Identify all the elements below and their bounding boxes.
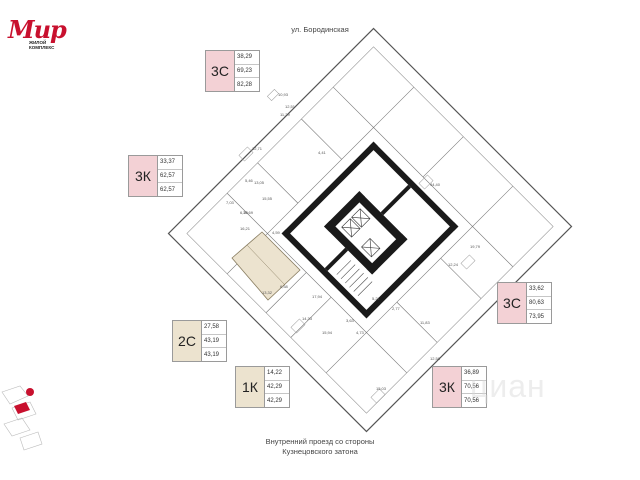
total-area-with-balcony: 43,19 <box>204 351 220 358</box>
room-area-label: 4,41 <box>318 150 326 155</box>
room-area-label: 5,21 <box>372 296 380 301</box>
room-area-label: 15,03 <box>376 386 387 391</box>
unit-areas: 33,62 80,63 73,95 <box>527 283 551 323</box>
site-minimap <box>1 385 43 451</box>
room-area-label: 15,94 <box>322 330 333 335</box>
room-area-label: 10,93 <box>278 92 289 97</box>
living-area: 38,29 <box>235 51 259 65</box>
total-area-with-balcony: 73,95 <box>529 313 545 320</box>
unit-areas: 38,29 69,23 82,28 <box>235 51 259 91</box>
logo-subtitle-line2: комплекс <box>29 45 55 50</box>
logo-script: Мир <box>8 15 67 44</box>
room-area-label: 6,28 <box>240 210 248 215</box>
location-pin-icon <box>26 388 34 396</box>
room-area-label: 19,79 <box>470 244 481 249</box>
room-area-label: 3,63 <box>346 318 354 323</box>
room-area-label: 44,40 <box>430 182 441 187</box>
unit-card-3k-bottom[interactable]: 3К 36,89 70,56 70,56 <box>432 366 487 408</box>
room-area-label: 5,46 <box>245 178 253 183</box>
room-area-label: 2,77 <box>392 306 400 311</box>
living-area: 14,22 <box>265 367 289 381</box>
room-area-label: 15,55 <box>262 196 273 201</box>
unit-card-3s-top[interactable]: 3С 38,29 69,23 82,28 <box>205 50 260 92</box>
unit-areas: 14,22 42,29 42,29 <box>265 367 289 407</box>
unit-type-label: 1К <box>236 367 265 407</box>
unit-card-1k[interactable]: 1К 14,22 42,29 42,29 <box>235 366 290 408</box>
watermark: циан <box>470 368 546 404</box>
room-area-label: 6,58 <box>280 284 288 289</box>
unit-type-label: 3К <box>129 156 158 196</box>
room-area-label: 14,33 <box>302 316 313 321</box>
street-bottom-label: Внутренний проезд со стороны Кузнецовско… <box>230 437 410 457</box>
logo-subtitle-line1: жилой <box>29 40 47 45</box>
street-bottom-line2: Кузнецовского затона <box>282 447 358 456</box>
total-area-with-balcony: 82,28 <box>237 81 253 88</box>
total-area-with-balcony: 62,57 <box>160 186 176 193</box>
unit-areas: 27,58 43,19 43,19 <box>202 321 226 361</box>
logo-subtitle: жилой комплекс <box>29 40 54 50</box>
unit-card-2s[interactable]: 2С 27,58 43,19 43,19 <box>172 320 227 362</box>
living-area: 33,62 <box>527 283 551 297</box>
total-area-with-balcony: 42,29 <box>267 397 283 404</box>
unit-card-3s-right[interactable]: 3С 33,62 80,63 73,95 <box>497 282 552 324</box>
current-building-marker <box>14 402 30 414</box>
unit-type-label: 3С <box>206 51 235 91</box>
room-area-label: 12,24 <box>448 262 459 267</box>
total-area: 69,23 <box>235 65 259 79</box>
living-area: 33,37 <box>158 156 182 170</box>
unit-type-label: 3С <box>498 283 527 323</box>
unit-type-label: 3К <box>433 367 462 407</box>
living-area: 27,58 <box>202 321 226 335</box>
room-area-label: 12,71 <box>252 146 263 151</box>
unit-areas: 36,89 70,56 70,56 <box>462 367 486 407</box>
room-area-label: 4,59 <box>272 230 280 235</box>
total-area-with-balcony: 70,56 <box>464 397 480 404</box>
unit-card-3k-left[interactable]: 3К 33,37 62,57 62,57 <box>128 155 183 197</box>
total-area: 80,63 <box>527 297 551 311</box>
street-top-label: ул. Бородинская <box>291 25 349 34</box>
total-area: 43,19 <box>202 335 226 349</box>
total-area: 42,29 <box>265 381 289 395</box>
room-area-label: 17,94 <box>312 294 323 299</box>
room-area-label: 11,29 <box>280 112 290 117</box>
room-area-label: 12,58 <box>430 356 441 361</box>
unit-areas: 33,37 62,57 62,57 <box>158 156 182 196</box>
room-area-label: 13,32 <box>262 290 273 295</box>
street-bottom-line1: Внутренний проезд со стороны <box>265 437 375 446</box>
building-footprint <box>167 27 573 433</box>
room-area-label: 11,83 <box>420 320 430 325</box>
room-area-label: 12,51 <box>285 104 296 109</box>
room-area-label: 16,21 <box>240 226 251 231</box>
living-area: 36,89 <box>462 367 486 381</box>
total-area: 70,56 <box>462 381 486 395</box>
room-area-label: 4,73 <box>356 330 364 335</box>
complex-logo: Мир жилой комплекс <box>8 18 88 58</box>
room-area-label: 13,05 <box>254 180 265 185</box>
unit-type-label: 2С <box>173 321 202 361</box>
room-area-label: 10,69 <box>243 210 254 215</box>
total-area: 62,57 <box>158 170 182 184</box>
room-area-label: 7,03 <box>226 200 234 205</box>
